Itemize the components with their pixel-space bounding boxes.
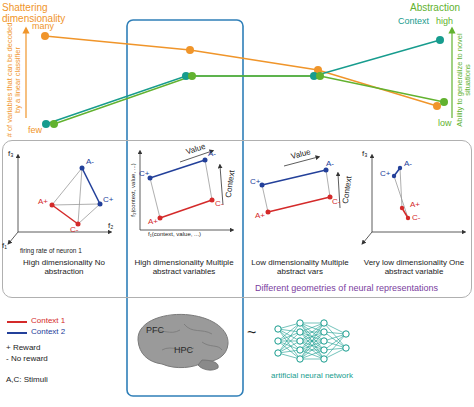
axis-title: Shattering dimensionality bbox=[2, 2, 68, 24]
network-node: artificial neural network bbox=[268, 314, 356, 368]
point-label: C- bbox=[332, 198, 340, 207]
axis-tick: high bbox=[436, 17, 453, 27]
axis-note: firing rate of neuron 1 bbox=[20, 247, 82, 254]
point-label: A+ bbox=[148, 218, 158, 227]
axis-label: Ability to generalize to novel situation… bbox=[456, 24, 473, 136]
axis-name: f₃ bbox=[362, 150, 367, 159]
axis-tick: low bbox=[438, 119, 452, 129]
axis-tick: many bbox=[32, 22, 54, 32]
geometry-panel bbox=[140, 151, 232, 230]
key-note: A,C: Stimuli bbox=[6, 376, 48, 385]
key-note: + Reward bbox=[6, 344, 40, 353]
data-line bbox=[46, 40, 440, 124]
axis-line bbox=[451, 30, 452, 118]
network-unit bbox=[321, 320, 327, 326]
brain-node: PFC HPC bbox=[132, 310, 232, 372]
region-label: HPC bbox=[174, 346, 193, 356]
point-label: A+ bbox=[255, 212, 265, 221]
axis-name: f₂ bbox=[108, 222, 113, 231]
legend-line bbox=[7, 332, 27, 334]
panel-caption: Low dimensionality Multiple abstract var… bbox=[246, 259, 354, 277]
point-label: C- bbox=[412, 214, 420, 223]
axis-name: f₁(context, value, ...) bbox=[148, 231, 201, 238]
legend-text: Context 1 bbox=[31, 317, 65, 326]
network-unit bbox=[275, 326, 281, 332]
network-unit bbox=[297, 347, 303, 353]
point-label: C+ bbox=[380, 170, 390, 179]
axis-tick: few bbox=[28, 126, 42, 136]
network-link bbox=[300, 350, 324, 359]
geometry-panel bbox=[9, 156, 110, 243]
point-label: A+ bbox=[410, 201, 420, 210]
network-shape bbox=[268, 314, 356, 368]
point-label: C+ bbox=[139, 170, 149, 179]
network-unit bbox=[297, 320, 303, 326]
point-label: A- bbox=[326, 160, 334, 169]
network-unit bbox=[297, 329, 303, 335]
network-unit bbox=[321, 356, 327, 362]
network-unit bbox=[275, 350, 281, 356]
network-unit bbox=[275, 338, 281, 344]
data-dots bbox=[42, 36, 448, 128]
geometry-panel bbox=[260, 157, 341, 215]
point-label: C- bbox=[215, 200, 223, 209]
network-link bbox=[300, 332, 324, 359]
group-caption: Different geometries of neural represent… bbox=[255, 284, 438, 294]
point-label: A- bbox=[404, 160, 412, 169]
direction-label: Context bbox=[342, 176, 355, 205]
brain-shape bbox=[132, 310, 232, 372]
axis-name: f₃(context, value, ...) bbox=[130, 163, 137, 216]
axis-name: f₃ bbox=[8, 150, 13, 159]
network-unit bbox=[321, 329, 327, 335]
point-label: A- bbox=[86, 158, 94, 167]
cerebellum bbox=[198, 360, 218, 370]
legend-text: Context 2 bbox=[31, 328, 65, 337]
axis-label: # of variables that can be decoded by a … bbox=[6, 20, 23, 140]
network-unit bbox=[343, 345, 349, 351]
legend-line bbox=[7, 321, 27, 323]
panel-caption: High dimensionality No abstraction bbox=[16, 259, 112, 277]
axis-line bbox=[25, 30, 26, 118]
network-unit bbox=[297, 356, 303, 362]
network-unit bbox=[297, 338, 303, 344]
brain-outline bbox=[138, 314, 228, 367]
point-label: A+ bbox=[38, 198, 48, 207]
panel-caption: High dimensionality Multiple abstract va… bbox=[128, 259, 240, 277]
network-unit bbox=[321, 338, 327, 344]
axis-name: f₁ bbox=[2, 242, 7, 251]
data-dots bbox=[41, 32, 441, 110]
axis-title: Abstraction bbox=[410, 2, 460, 13]
geometry-panel bbox=[363, 156, 464, 243]
point-label: C+ bbox=[103, 196, 113, 205]
point-label: C+ bbox=[250, 178, 260, 187]
series-label: Context bbox=[398, 17, 429, 27]
legend-sample bbox=[6, 318, 28, 326]
region-label: PFC bbox=[146, 326, 164, 336]
legend-sample bbox=[6, 329, 28, 337]
direction-label: Context bbox=[225, 170, 238, 199]
key-note: - No reward bbox=[6, 355, 48, 364]
direction-label: Value bbox=[185, 143, 207, 158]
network-caption: artificial neural network bbox=[262, 372, 362, 381]
point-label: A- bbox=[208, 150, 216, 159]
point-label: C- bbox=[70, 226, 78, 235]
data-line bbox=[54, 76, 444, 124]
similarity-sign: ~ bbox=[247, 324, 256, 342]
panel-caption: Very low dimensionality One abstract var… bbox=[358, 259, 470, 277]
network-unit bbox=[321, 347, 327, 353]
data-line bbox=[45, 36, 437, 106]
network-unit bbox=[343, 331, 349, 337]
